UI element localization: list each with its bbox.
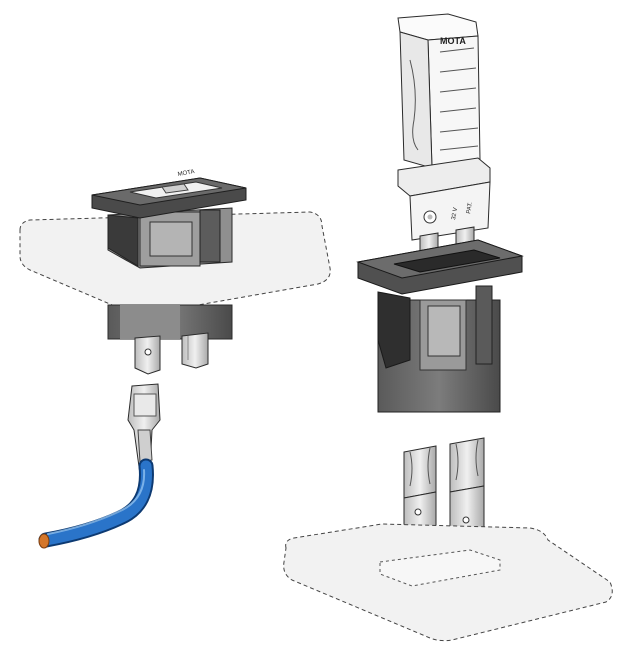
left-terminal-blade-a [134, 335, 161, 375]
wire-copper-tip [38, 533, 50, 549]
blue-wire [38, 458, 154, 549]
left-terminal-blade-b [181, 332, 209, 369]
fuse-voltage-label: 32 V [451, 207, 459, 220]
blade-fuse: MOTA 32 V PAT. [397, 13, 491, 275]
right-fuse-holder [356, 239, 524, 413]
crimp-connector [127, 383, 161, 475]
fuse-brand-label: MOTA [440, 36, 466, 46]
right-panel-plate [283, 523, 613, 642]
left-holder-brand-label: MOTA [177, 169, 195, 178]
left-fuse-holder: MOTA [91, 169, 247, 375]
fuse-patent-label: PAT. [466, 201, 474, 214]
panel-cutout [379, 549, 501, 587]
